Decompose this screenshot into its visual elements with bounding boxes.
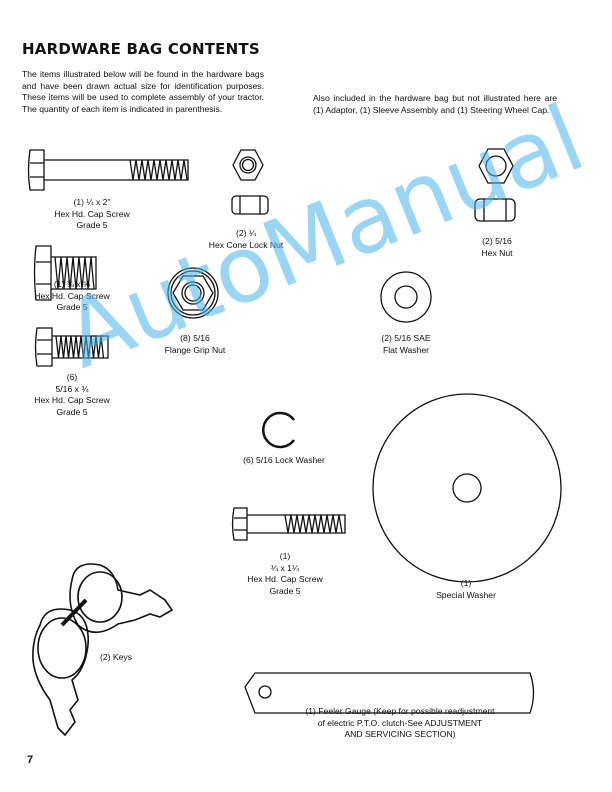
page-number: 7 [27, 754, 34, 766]
intro-paragraph: The items illustrated below will be foun… [22, 69, 264, 114]
keys-drawing [32, 563, 174, 737]
also-included-paragraph: Also included in the hardware bag but no… [313, 93, 557, 115]
special-washer-label: (1)Special Washer [436, 578, 496, 600]
keys-label: (2) Keys [100, 652, 132, 662]
page-title: HARDWARE BAG CONTENTS [22, 40, 260, 58]
feeler-gauge-drawing [244, 672, 535, 714]
cap-screw-3-8-drawing [33, 245, 97, 301]
cap-screw-2in-drawing [27, 149, 189, 191]
special-washer-drawing [372, 393, 562, 583]
lock-washer-drawing [262, 411, 296, 449]
cap-screw-5-16-drawing [34, 327, 109, 367]
flange-grip-nut-drawing [167, 267, 219, 319]
lock-washer-label: (6) 5/16 Lock Washer [243, 455, 325, 465]
feeler-gauge-label: (1) Feeler Gauge (Keep for possible read… [305, 706, 495, 740]
hex-nut-drawing [474, 148, 516, 222]
cap-screw-1-1-4-drawing [231, 507, 346, 541]
cone-lock-nut-drawing [231, 149, 269, 215]
flat-washer-drawing [380, 271, 432, 323]
